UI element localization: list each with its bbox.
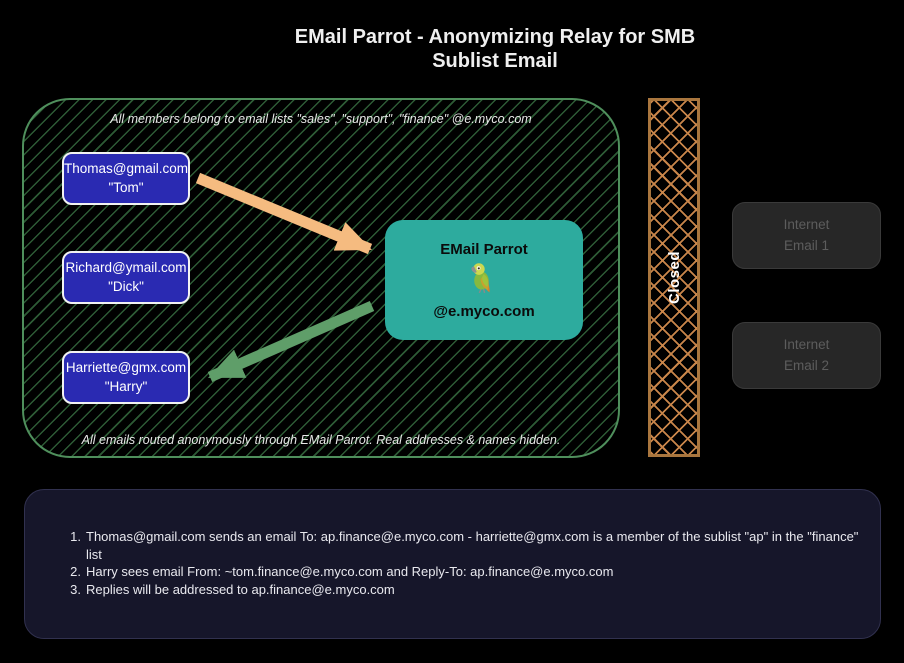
note-number: 2.	[70, 564, 81, 579]
internet-label-line2: Email 2	[783, 357, 829, 373]
note-number: 3.	[70, 581, 81, 597]
note-item: 2. Harry sees email From: ~tom.finance@e…	[63, 563, 866, 581]
barrier-label: Closed	[665, 250, 683, 305]
title-line1: EMail Parrot - Anonymizing Relay for SMB	[294, 26, 696, 48]
member-alias: "Harry"	[104, 378, 148, 394]
member-alias: "Dick"	[108, 278, 144, 294]
note-text: Replies will be addressed to ap.finance@…	[86, 581, 395, 597]
parrot-node-title: EMail Parrot	[440, 240, 528, 258]
note-text: Harry sees email From: ~tom.finance@e.my…	[86, 564, 614, 579]
page-title: EMail Parrot - Anonymizing Relay for SMB…	[88, 25, 902, 73]
zone-bottom-note: All emails routed anonymously through EM…	[81, 433, 561, 447]
internet-label-line1: Internet	[783, 216, 830, 232]
note-item: 3. Replies will be addressed to ap.finan…	[63, 581, 866, 599]
internet-label-line2: Email 1	[783, 237, 829, 253]
member-email: Harriette@gmx.com	[65, 359, 187, 375]
member-box-harriette: Harriette@gmx.com "Harry"	[62, 351, 190, 404]
member-email: Thomas@gmail.com	[64, 160, 188, 176]
member-box-richard: Richard@ymail.com "Dick"	[62, 251, 190, 304]
notes-panel: 1. Thomas@gmail.com sends an email To: a…	[24, 489, 881, 639]
parrot-icon	[467, 261, 501, 300]
member-alias: "Tom"	[108, 179, 144, 195]
email-parrot-node: EMail Parrot @e.myco.com	[385, 220, 583, 340]
zone-top-note: All members belong to email lists "sales…	[110, 112, 532, 126]
note-text: Thomas@gmail.com sends an email To: ap.f…	[86, 529, 859, 562]
internet-email-1-box: Internet Email 1	[732, 202, 881, 269]
internet-email-2-box: Internet Email 2	[732, 322, 881, 389]
member-email: Richard@ymail.com	[65, 259, 187, 275]
closed-barrier: Closed	[648, 98, 700, 457]
member-box-thomas: Thomas@gmail.com "Tom"	[62, 152, 190, 205]
title-line2: Sublist Email	[432, 50, 558, 72]
parrot-node-domain: @e.myco.com	[433, 302, 535, 320]
internal-relay-zone: All members belong to email lists "sales…	[22, 98, 620, 458]
note-item: 1. Thomas@gmail.com sends an email To: a…	[63, 528, 866, 563]
note-number: 1.	[70, 529, 81, 544]
internet-label-line1: Internet	[783, 336, 830, 352]
